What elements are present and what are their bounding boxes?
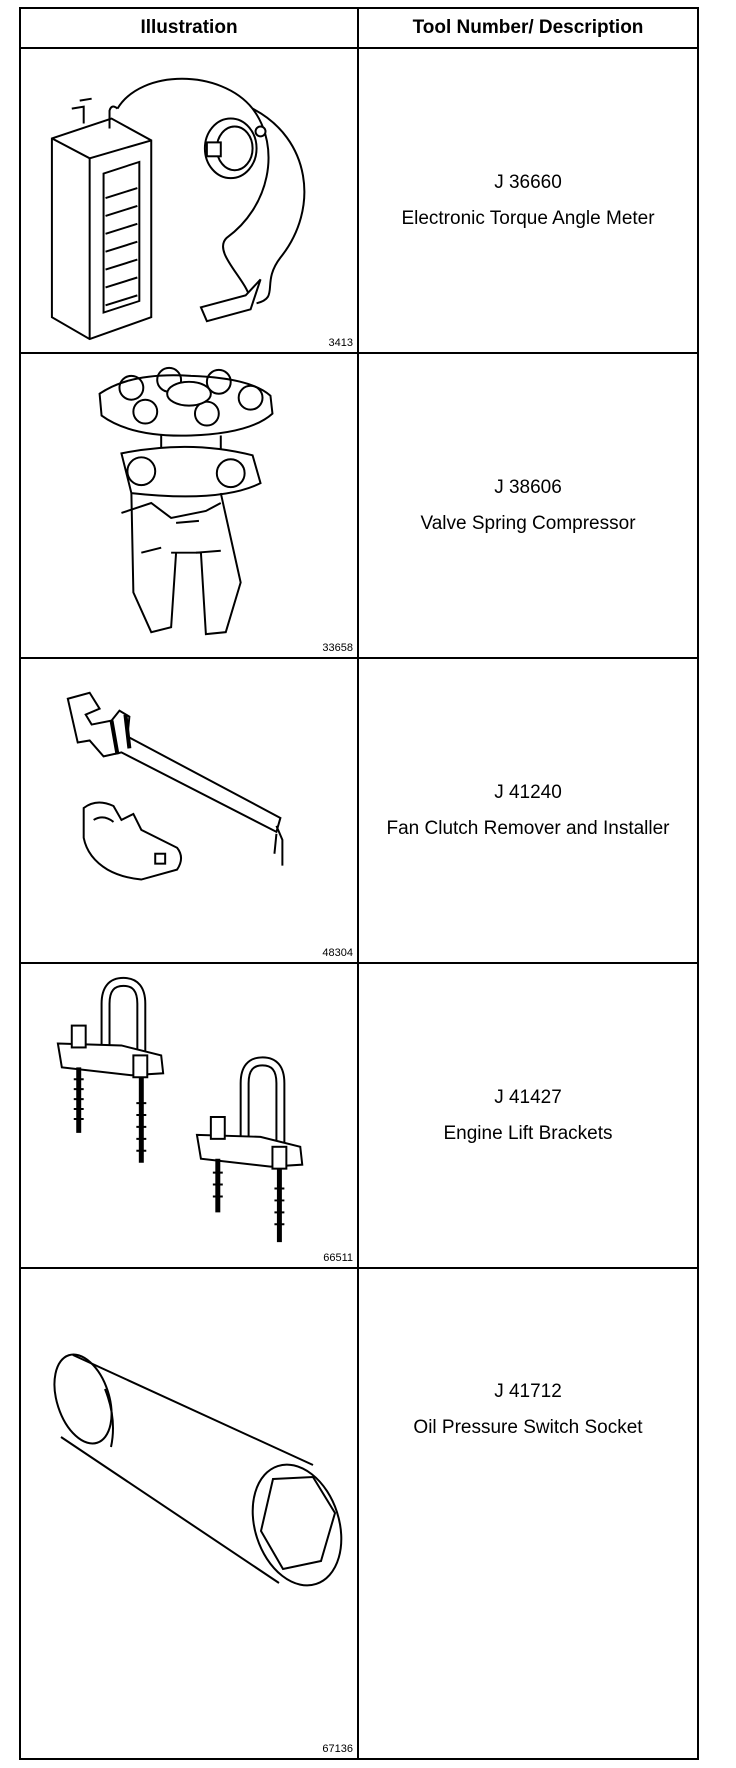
socket-icon [53,1353,343,1587]
table-header: Illustration Tool Number/ Description [21,9,697,49]
torque-angle-meter-icon [50,77,306,341]
description-cell: J 41427 Engine Lift Brackets [359,964,697,1267]
tool-description: Engine Lift Brackets [443,1122,613,1144]
illustration-cell: 33658 [21,354,357,657]
tool-number: J 41240 [494,781,562,803]
tool-description: Electronic Torque Angle Meter [401,207,655,229]
tool-description: Valve Spring Compressor [420,512,636,534]
illustration-cell: 48304 [21,659,357,962]
table-row: 48304 J 41240 Fan Clutch Remover and Ins… [21,659,697,964]
description-cell: J 41712 Oil Pressure Switch Socket [359,1269,697,1758]
description-cell: J 36660 Electronic Torque Angle Meter [359,49,697,352]
lift-bracket-icon [56,976,304,1243]
table-row: 66511 J 41427 Engine Lift Brackets [21,964,697,1269]
illustration-cell: 66511 [21,964,357,1267]
tool-number: J 41427 [494,1086,562,1108]
header-illustration: Illustration [140,17,238,38]
tool-description: Fan Clutch Remover and Installer [386,817,670,839]
column-divider [357,9,359,1758]
illustration-code: 48304 [322,947,353,959]
illustration-cell: 67136 [21,1269,357,1758]
tool-number: J 41712 [494,1381,562,1402]
tools-table: Illustration Tool Number/ Description [19,7,699,1760]
illustration-code: 67136 [322,1743,353,1755]
description-cell: J 38606 Valve Spring Compressor [359,354,697,657]
table-row: 33658 J 38606 Valve Spring Compressor [21,354,697,659]
table-row: 3413 J 36660 Electronic Torque Angle Met… [21,49,697,354]
illustration-code: 3413 [328,337,353,349]
tool-number: J 38606 [494,476,562,498]
valve-spring-compressor-icon [98,366,274,636]
tool-number: J 36660 [494,171,562,193]
fan-clutch-wrench-icon [66,691,284,881]
description-cell: J 41240 Fan Clutch Remover and Installer [359,659,697,962]
illustration-code: 66511 [323,1252,353,1264]
illustration-code: 33658 [322,642,353,654]
header-tool-number-description: Tool Number/ Description [412,17,644,38]
table-row: 67136 J 41712 Oil Pressure Switch Socket [21,1269,697,1758]
illustration-cell: 3413 [21,49,357,352]
tool-description: Oil Pressure Switch Socket [413,1417,643,1438]
